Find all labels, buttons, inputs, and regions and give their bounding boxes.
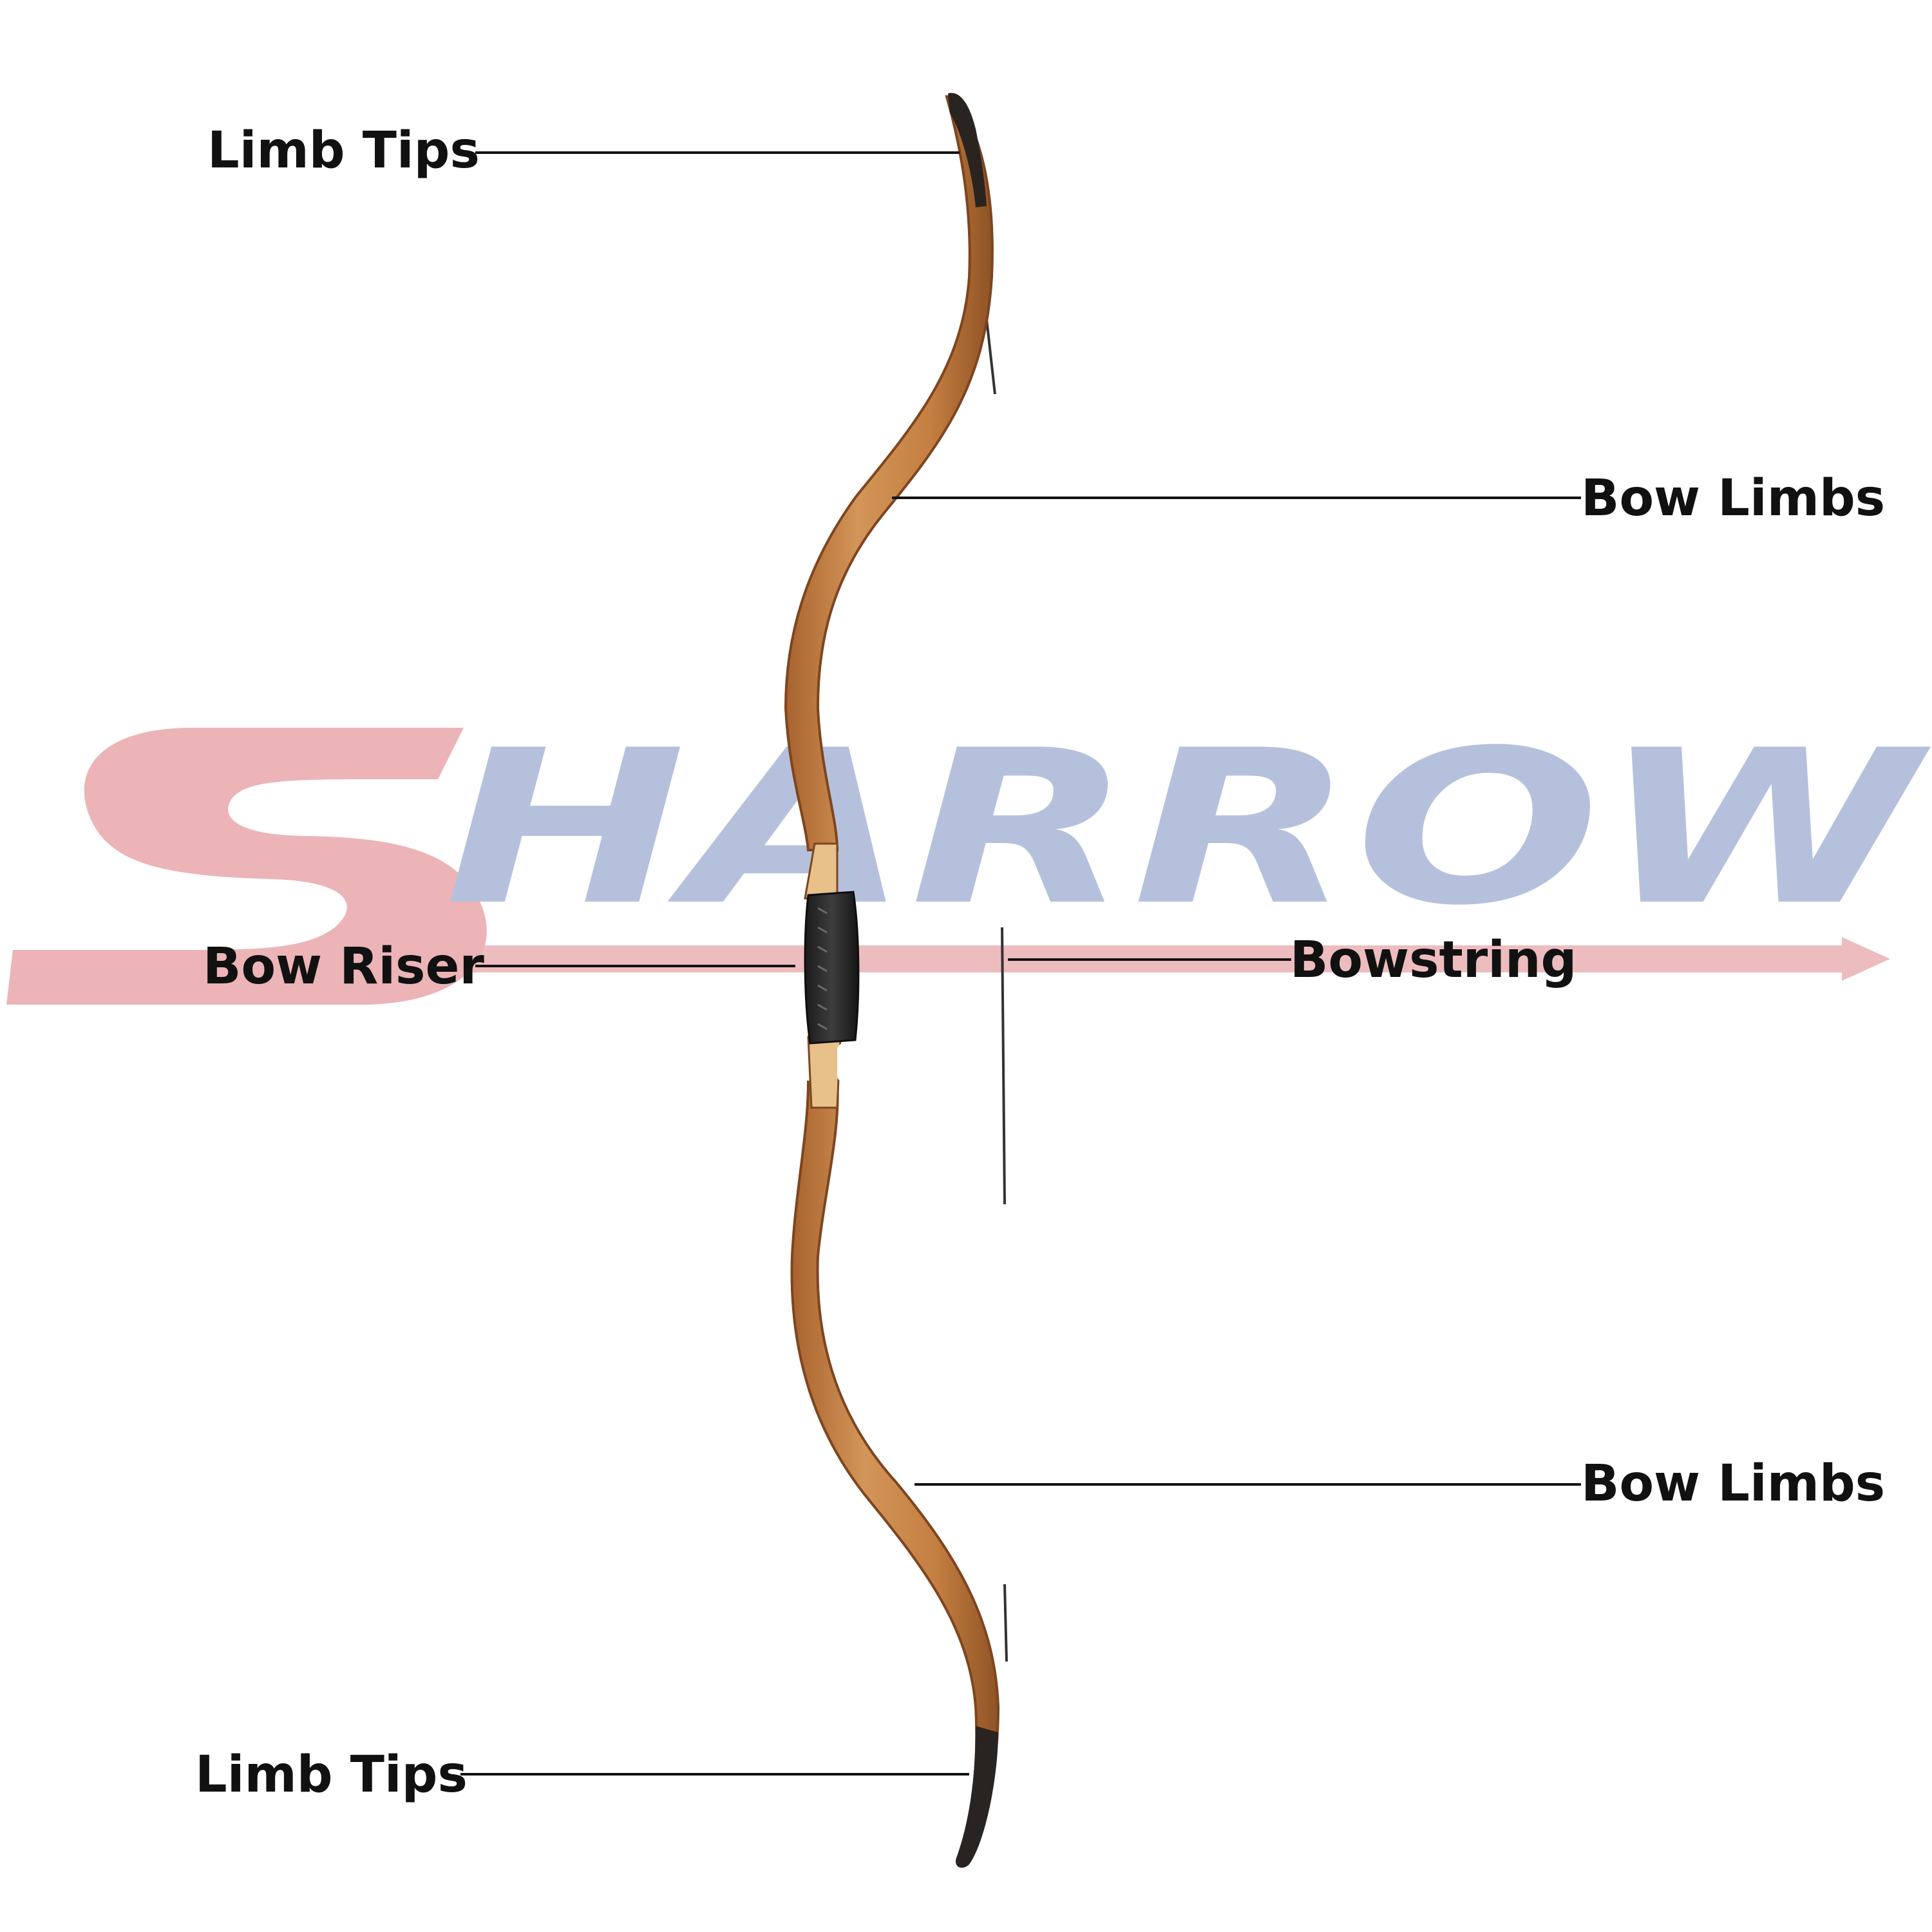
label-top-limb-tips: Limb Tips [207,122,480,180]
top-limb-tip [948,93,987,207]
label-bow-riser: Bow Riser [203,938,484,996]
bowstring-line [984,307,1008,1662]
sharrow-watermark-logo: HARROW [6,705,1932,1005]
part-labels: Limb Tips Bow Limbs Bow Riser Bowstring … [195,122,1885,1804]
watermark-s-shape [6,728,487,1005]
leader-lines [460,151,1581,1776]
watermark-text: HARROW [444,705,1932,952]
recurve-bow [784,93,1008,1868]
riser-accent-bottom [807,1036,842,1109]
label-top-bow-limbs: Bow Limbs [1581,469,1885,527]
label-bottom-limb-tips: Limb Tips [195,1746,468,1804]
label-bottom-bow-limbs: Bow Limbs [1581,1455,1885,1513]
label-bowstring: Bowstring [1290,931,1577,989]
bottom-limb-tip [956,1726,998,1868]
lower-bow-limb [790,1081,1000,1862]
watermark-arrow-head [1842,937,1890,981]
riser-grip [804,891,860,1045]
riser-window-notch [837,1043,851,1082]
